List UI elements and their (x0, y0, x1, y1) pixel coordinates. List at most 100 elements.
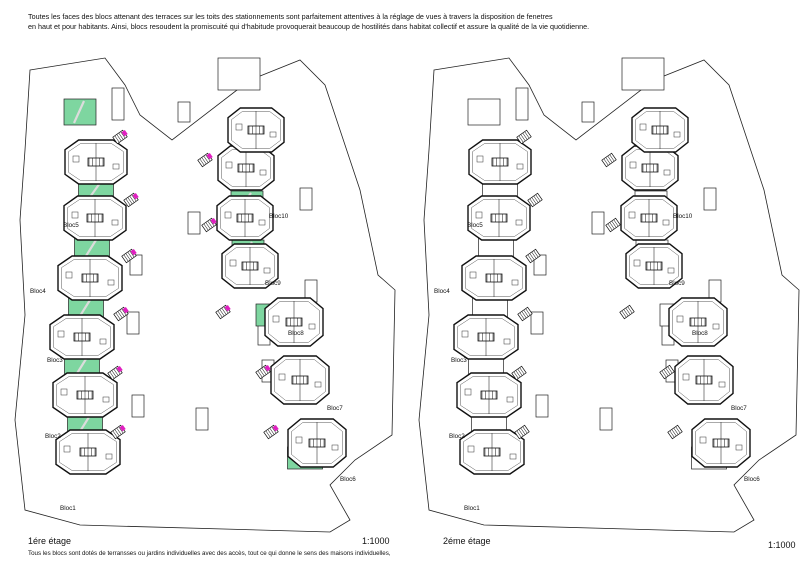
stair-tread (118, 426, 124, 434)
intro-line-2: en haut et pour habitants. Ainsi, blocs … (28, 22, 590, 31)
scale-label-first: 1:1000 (362, 536, 390, 546)
footer-note: Tous les blocs sont dotés de terransses … (28, 550, 391, 557)
bloc-label: Bloc10 (269, 213, 289, 220)
stair-tread (524, 131, 530, 139)
stair-accent (132, 192, 139, 200)
furniture (107, 279, 115, 286)
exterior-stair (511, 365, 527, 381)
terrace-path (79, 299, 91, 317)
bloc-inner-wall (471, 199, 527, 237)
floor-label-first: 1ére étage (28, 536, 72, 546)
furniture (263, 267, 271, 274)
furniture (476, 155, 484, 163)
furniture (639, 123, 647, 131)
outbuilding (126, 311, 140, 335)
stair-tread (535, 194, 541, 202)
exterior-stair (107, 365, 123, 381)
stair-tread (123, 254, 129, 262)
exterior-stair (197, 152, 213, 168)
stair-accent (264, 364, 271, 372)
furniture (224, 211, 232, 219)
bloc-inner-wall (53, 318, 111, 356)
furniture (515, 219, 523, 226)
stair-tread (199, 158, 205, 166)
stair-tread (205, 154, 211, 162)
furniture (99, 338, 107, 345)
furniture (71, 211, 79, 219)
furniture (269, 131, 277, 138)
outbuilding (581, 101, 595, 123)
stair-tread (515, 370, 521, 378)
stair-tread (529, 198, 535, 206)
furniture (72, 155, 80, 163)
stair-tread (261, 367, 267, 375)
stair-tread (533, 250, 539, 258)
exterior-stair (113, 306, 129, 322)
exterior-stair (601, 152, 617, 168)
floor-label-second: 2éme étage (443, 536, 491, 546)
furniture (112, 163, 120, 170)
bloc-inner-wall (291, 422, 343, 464)
stair-tread (673, 427, 679, 435)
bloc-label: Bloc1 (60, 505, 76, 512)
bloc-inner-wall (460, 376, 518, 414)
bloc-label: Bloc5 (467, 222, 483, 229)
furniture (65, 271, 73, 279)
stair-tread (667, 366, 673, 374)
stair-box (517, 306, 533, 322)
bloc-inner-wall (672, 301, 724, 343)
stair-tread (267, 429, 273, 437)
stair-tread (129, 250, 135, 258)
outbuilding (217, 57, 261, 91)
furniture (628, 211, 636, 219)
furniture (629, 161, 637, 169)
stair-box (511, 365, 527, 381)
bloc-inner-wall (472, 143, 528, 181)
stair-tread (623, 309, 629, 317)
furniture (699, 436, 707, 444)
stair-tread (120, 131, 126, 139)
bloc-label: Bloc5 (63, 222, 79, 229)
bloc-label: Bloc2 (449, 433, 465, 440)
outbuilding (131, 394, 145, 418)
stair-accent (116, 365, 123, 373)
stair-tread (269, 427, 275, 435)
stair-box (601, 152, 617, 168)
stair-tread (112, 430, 118, 438)
stair-tread (129, 195, 135, 203)
stair-tread (609, 222, 615, 230)
furniture (718, 381, 726, 388)
stair-tread (219, 309, 225, 317)
furniture (331, 444, 339, 451)
stair-accent (130, 248, 137, 256)
furniture (667, 267, 675, 274)
furniture (111, 219, 119, 226)
furniture (295, 436, 303, 444)
exterior-stair (514, 424, 530, 440)
stair-tread (607, 223, 613, 231)
bloc-inner-wall (67, 199, 123, 237)
bloc-label: Bloc7 (731, 405, 747, 412)
outbuilding (299, 187, 313, 211)
stair-tread (271, 426, 277, 434)
exterior-stair (215, 304, 231, 320)
site-boundary (14, 57, 396, 533)
furniture (663, 169, 671, 176)
stair-tread (263, 366, 269, 374)
terrace (478, 237, 514, 259)
stair-tread (663, 369, 669, 377)
bloc-inner-wall (61, 259, 119, 297)
stair-tread (611, 220, 617, 228)
stair-tread (531, 197, 537, 205)
furniture (503, 338, 511, 345)
bloc-label: Bloc8 (288, 330, 304, 337)
furniture (464, 388, 472, 396)
stair-tread (523, 309, 529, 317)
exterior-stair (659, 364, 675, 380)
outbuilding (591, 211, 605, 235)
stair-accent (121, 129, 128, 137)
furniture (467, 445, 475, 453)
stair-tread (521, 311, 527, 319)
bloc-inner-wall (463, 433, 521, 471)
exterior-stair (667, 424, 683, 440)
